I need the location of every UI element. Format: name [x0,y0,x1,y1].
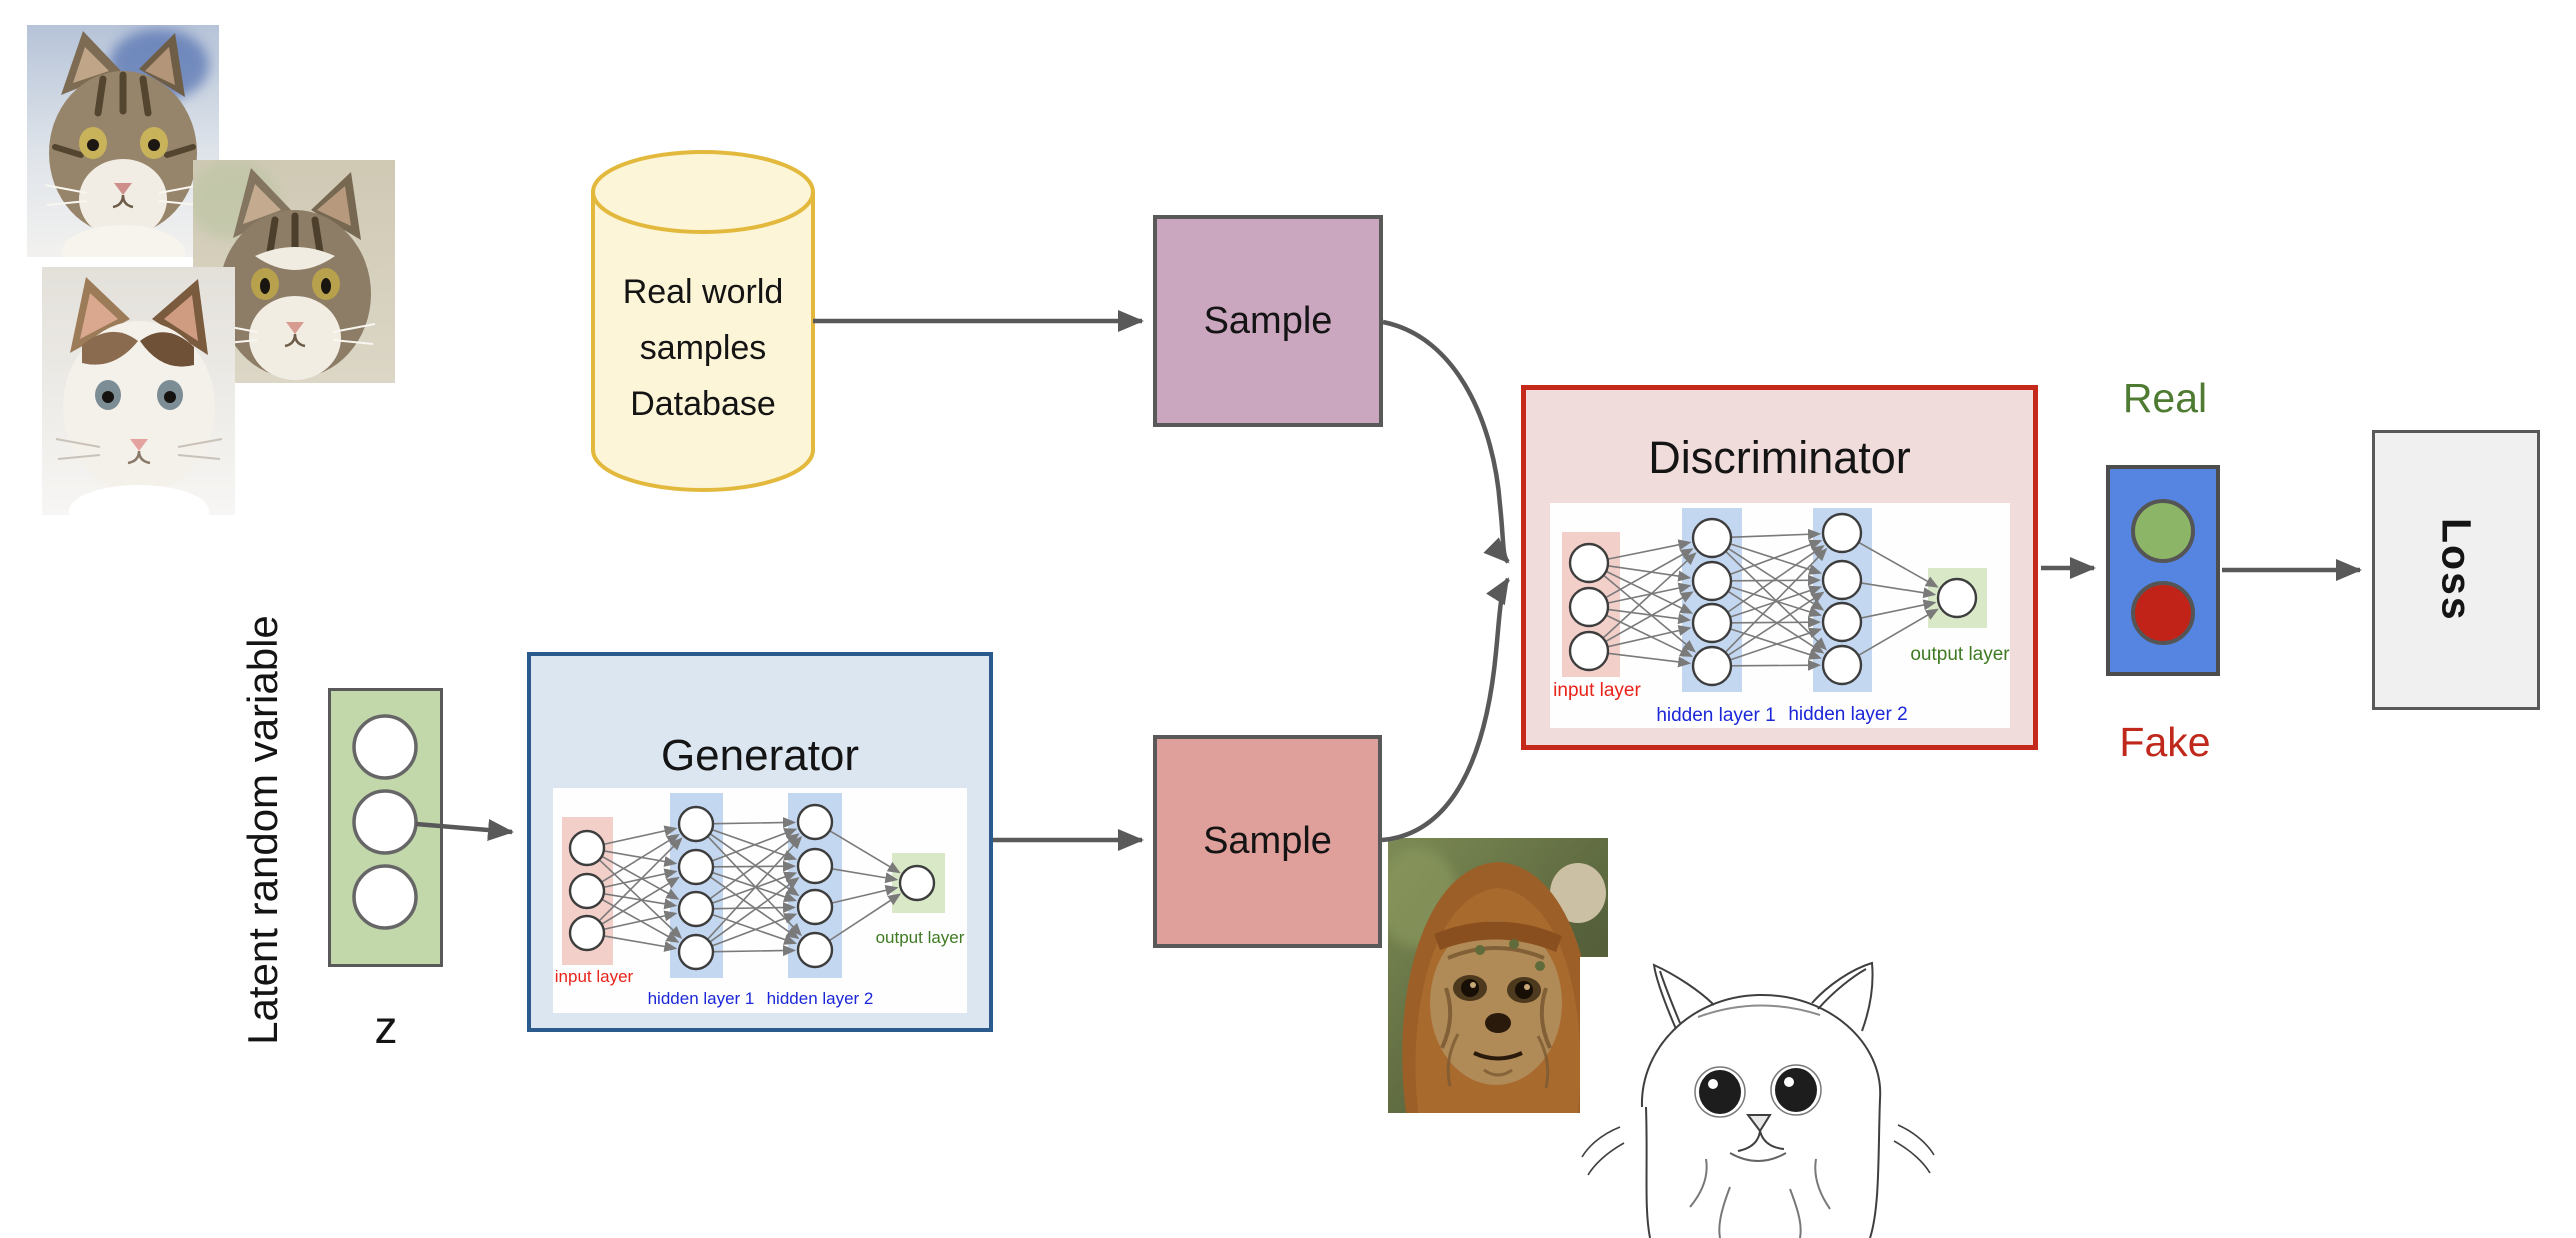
arrow-real-sample-to-discriminator [1382,319,1510,564]
generated-sample-box: Sample [1153,735,1382,948]
real-sample-label: Sample [1203,299,1333,342]
latent-variable-nodes [352,714,418,930]
real-cat-photo-2 [193,160,395,383]
real-cat-photo-1 [27,25,219,257]
real-label: Real [2122,375,2208,421]
discriminator-network [1568,512,1978,687]
real-cat-photo-3 [42,267,235,515]
discriminator-input-layer-label: input layer [1553,680,1641,701]
discriminator-title: Discriminator [1648,432,1911,483]
discriminator-output-layer-label: output layer [1910,644,2010,665]
generator-network [568,803,936,971]
generator-hidden1-label: hidden layer 1 [647,989,755,1008]
latent-symbol: z [374,1001,398,1053]
database-label: Real world samples Database [593,264,813,432]
flow-arrows [415,310,2362,851]
generated-sample-label: Sample [1203,820,1332,862]
database-label-line1: Real world [622,273,784,311]
generator-output-layer-label: output layer [875,928,965,947]
fake-cat-sketch [1580,957,1938,1238]
arrow-fake-sample-to-discriminator [1381,577,1510,843]
arrow-latent-to-generator [415,819,514,841]
fake-indicator-circle [2131,581,2195,645]
real-indicator-circle [2131,499,2195,563]
generator-input-layer-label: input layer [554,967,634,986]
fake-ewok-photo [1388,838,1608,1113]
database-label-line2: samples [639,329,767,367]
loss-box: Loss [2372,430,2540,710]
loss-label: Loss [2433,518,2480,622]
generator-title: Generator [660,731,860,780]
database-label-line3: Database [630,385,776,423]
generator-hidden2-label: hidden layer 2 [766,989,874,1008]
database-cylinder [591,150,815,492]
fake-label: Fake [2119,719,2211,765]
discriminator-hidden1-label: hidden layer 1 [1656,705,1776,726]
latent-caption: Latent random variable [239,615,286,1045]
real-sample-box: Sample [1153,215,1383,427]
discriminator-hidden2-label: hidden layer 2 [1788,704,1908,725]
